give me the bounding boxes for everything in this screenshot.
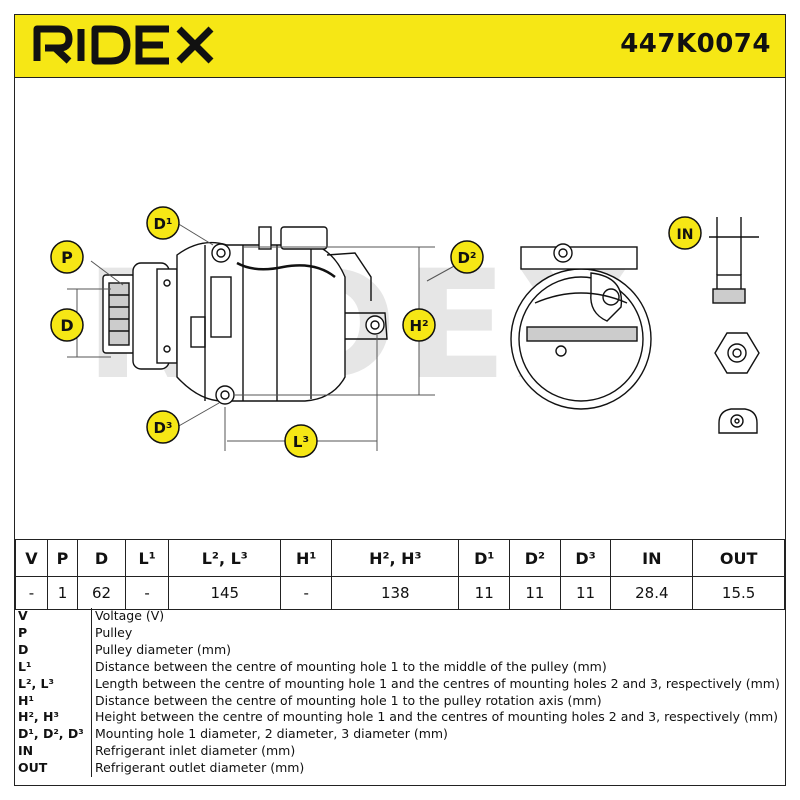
- spec-header-cell: D¹: [458, 539, 511, 577]
- spec-header-cell: IN: [610, 539, 694, 577]
- spec-value-cell: 1: [46, 576, 79, 610]
- fitting-views: [709, 217, 760, 434]
- compressor-drawing: RIDEX: [50, 206, 760, 458]
- legend-key: D¹, D², D³: [15, 726, 92, 744]
- spec-header-cell: V: [15, 539, 48, 577]
- legend-key: IN: [15, 743, 92, 761]
- legend-key: H², H³: [15, 709, 92, 727]
- spec-header-cell: L², L³: [168, 539, 282, 577]
- legend-description: Length between the centre of mounting ho…: [95, 675, 780, 691]
- spec-header-cell: OUT: [692, 539, 785, 577]
- spec-value-cell: 15.5: [692, 576, 785, 610]
- legend-description: Refrigerant inlet diameter (mm): [95, 743, 296, 759]
- spec-header-cell: D: [77, 539, 126, 577]
- compressor-side-view: [102, 226, 388, 405]
- legend-key: L¹: [15, 658, 92, 676]
- spec-header-cell: D²: [509, 539, 561, 577]
- spec-value-cell: 11: [509, 576, 561, 610]
- callouts: P D D¹ D³ L³: [50, 206, 702, 458]
- callout-d2-label: D²: [457, 249, 476, 267]
- callout-d3: D³: [146, 410, 180, 444]
- callout-p: P: [50, 240, 84, 274]
- spec-value-cell: -: [15, 576, 48, 610]
- legend-description: Refrigerant outlet diameter (mm): [95, 760, 305, 776]
- callout-h2: H²: [402, 308, 436, 342]
- spec-header-cell: H², H³: [331, 539, 460, 577]
- dimension-lines: [67, 222, 468, 451]
- header-bar: 447K0074: [15, 15, 785, 78]
- legend-description: Distance between the centre of mounting …: [95, 692, 602, 708]
- legend-key: D: [15, 641, 92, 659]
- callout-in-label: IN: [677, 227, 694, 243]
- spec-value-cell: 138: [331, 576, 460, 610]
- part-number: 447K0074: [620, 29, 771, 59]
- callout-d3-label: D³: [153, 419, 172, 437]
- legend-key: H¹: [15, 692, 92, 710]
- legend-description: Height between the centre of mounting ho…: [95, 709, 779, 725]
- spec-header-cell: L¹: [124, 539, 170, 577]
- spec-header-cell: P: [46, 539, 79, 577]
- callout-d2: D²: [450, 240, 484, 274]
- legend-description: Voltage (V): [95, 608, 165, 623]
- spec-value-cell: -: [280, 576, 333, 610]
- spec-header-cell: H¹: [280, 539, 333, 577]
- legend-key: P: [15, 624, 92, 642]
- callout-d-label: D: [60, 316, 73, 335]
- spec-value-cell: 11: [559, 576, 612, 610]
- callout-p-label: P: [61, 248, 73, 267]
- callout-l3-label: L³: [293, 433, 309, 451]
- spec-value-cell: 62: [77, 576, 126, 610]
- legend-description: Pulley diameter (mm): [95, 641, 231, 657]
- legend-description: Pulley: [95, 624, 133, 640]
- spec-value-cell: 11: [458, 576, 511, 610]
- spec-value-cell: 28.4: [610, 576, 694, 610]
- legend-description: Distance between the centre of mounting …: [95, 658, 607, 674]
- compressor-front-view: [510, 243, 652, 410]
- page-frame: 447K0074 RIDEX: [14, 14, 786, 786]
- technical-drawing: RIDEX: [15, 77, 785, 539]
- legend-key: OUT: [15, 760, 92, 778]
- callout-d1-label: D¹: [153, 215, 172, 233]
- callout-l3: L³: [284, 424, 318, 458]
- callout-in: IN: [668, 216, 702, 250]
- callout-d1: D¹: [146, 206, 180, 240]
- spec-value-cell: -: [124, 576, 170, 610]
- legend-key: L², L³: [15, 675, 92, 693]
- spec-header-cell: D³: [559, 539, 612, 577]
- spec-value-cell: 145: [168, 576, 282, 610]
- legend-key: V: [15, 608, 92, 625]
- callout-h2-label: H²: [409, 317, 428, 335]
- legend-description: Mounting hole 1 diameter, 2 diameter, 3 …: [95, 726, 448, 742]
- ridex-logo: [33, 25, 214, 65]
- callout-d: D: [50, 308, 84, 342]
